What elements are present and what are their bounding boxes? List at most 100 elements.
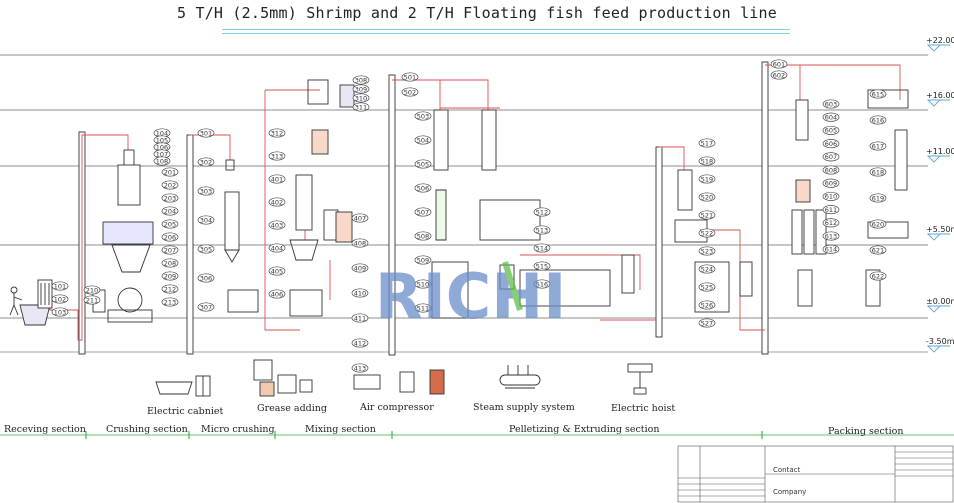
equipment-tag-label: 509 (417, 256, 429, 264)
equipment-tag: 604 (822, 112, 840, 122)
electric-hoist-icon (627, 363, 653, 395)
equipment-tag: 526 (698, 300, 716, 310)
equipment-tag: 207 (161, 245, 179, 255)
hammer-mill (117, 287, 143, 313)
equipment-tag: 613 (822, 231, 840, 241)
crusher-feeder (102, 221, 154, 245)
equipment-tag: 502 (401, 87, 419, 97)
equipment-tag: 404 (268, 243, 286, 253)
equipment-tag-label: 108 (156, 157, 168, 165)
diagram-title: 5 T/H (2.5mm) Shrimp and 2 T/H Floating … (177, 4, 777, 22)
elevator-5 (761, 61, 769, 355)
equipment-tag-label: 514 (536, 244, 548, 252)
equipment-tag-label: 511 (417, 304, 429, 312)
equipment-tag: 622 (869, 271, 887, 281)
equipment-tag: 621 (869, 245, 887, 255)
equipment-tag-label: 412 (354, 339, 366, 347)
equipment-tag: 612 (822, 218, 840, 228)
equipment-tag-label: 619 (872, 194, 884, 202)
equipment-tag: 410 (351, 288, 369, 298)
equipment-tag: 211 (83, 295, 101, 305)
equipment-tag-label: 206 (164, 233, 176, 241)
hopper-cone (111, 244, 151, 273)
equipment-tag: 610 (822, 191, 840, 201)
equipment-tag: 522 (698, 228, 716, 238)
mixer (289, 289, 323, 317)
equipment-tag-label: 406 (271, 290, 283, 298)
extruder (479, 199, 541, 241)
equipment-tag: 313 (268, 151, 286, 161)
equipment-tag: 512 (533, 207, 551, 217)
grading-screen (867, 221, 909, 239)
equipment-tag-label: 404 (271, 244, 283, 252)
equipment-tag: 524 (698, 264, 716, 274)
logo-wordmark: RICHI (375, 260, 566, 333)
micro-pulverizer (227, 289, 259, 313)
equipment-tag-label: 618 (872, 168, 884, 176)
receiving-equipment (9, 279, 53, 326)
equipment-tag-label: 605 (825, 127, 837, 135)
level-label: ±0.00m (926, 297, 954, 306)
equipment-tag-label: 207 (164, 246, 176, 254)
equipment-tag: 402 (268, 197, 286, 207)
title-underline-2 (222, 33, 790, 34)
richi-logo: RICHI (375, 260, 566, 333)
equipment-tag-label: 104 (156, 129, 168, 137)
equipment-tag-label: 527 (701, 319, 713, 327)
floor-levels (0, 54, 928, 353)
equipment-tag: 204 (161, 206, 179, 216)
equipment-tag-label: 521 (701, 211, 713, 219)
equipment-tag: 605 (822, 125, 840, 135)
liquid-tank (311, 129, 329, 155)
legend-label: Electric hoist (611, 403, 675, 414)
equipment-tag-label: 201 (164, 168, 176, 176)
equipment-tag: 518 (698, 156, 716, 166)
equipment-tag-label: 310 (355, 94, 367, 102)
equipment-tag: 307 (197, 302, 215, 312)
section-label: Packing section (828, 426, 903, 437)
equipment-tag: 619 (869, 193, 887, 203)
equipment-tag: 401 (268, 174, 286, 184)
equipment-tag: 210 (83, 285, 101, 295)
equipment-tag: 511 (414, 303, 432, 313)
equipment-tag: 206 (161, 232, 179, 242)
equipment-tag: 403 (268, 220, 286, 230)
equipment-tag-label: 608 (825, 166, 837, 174)
equipment-tag: 205 (161, 219, 179, 229)
legend-label: Steam supply system (473, 402, 575, 413)
micro-crushing-equipment (224, 79, 355, 313)
equipment-tag-label: 408 (354, 239, 366, 247)
section-label: Mixing section (305, 424, 376, 435)
equipment-tag-label: 523 (701, 247, 713, 255)
equipment-tag-label: 617 (872, 142, 884, 150)
weigh-hopper (289, 239, 319, 261)
equipment-tag-label: 510 (417, 280, 429, 288)
equipment-tag-label: 102 (54, 295, 66, 303)
equipment-tag: 508 (414, 231, 432, 241)
equipment-tag-label: 213 (164, 298, 176, 306)
equipment-tag-label: 520 (701, 193, 713, 201)
equipment-tag: 615 (869, 89, 887, 99)
level-label: +11.00m (926, 147, 954, 156)
equipment-tag: 521 (698, 210, 716, 220)
steam-supply-icon (499, 365, 541, 389)
equipment-tag-label: 308 (355, 76, 367, 84)
equipment-tag: 203 (161, 193, 179, 203)
equipment-tag-label: 516 (536, 280, 548, 288)
equipment-tag: 503 (414, 111, 432, 121)
equipment-tag-label: 508 (417, 232, 429, 240)
equipment-tag: 413 (351, 363, 369, 373)
equipment-tag: 607 (822, 152, 840, 162)
equipment-tag: 513 (533, 225, 551, 235)
section-label: Pelletizing & Extruding section (509, 424, 660, 435)
equipment-tag-label: 302 (200, 158, 212, 166)
equipment-tag-label: 307 (200, 303, 212, 311)
equipment-tag: 620 (869, 219, 887, 229)
equipment-tag: 201 (161, 167, 179, 177)
title-block-company: Company (773, 488, 806, 496)
equipment-tag-label: 526 (701, 301, 713, 309)
equipment-tag: 516 (533, 279, 551, 289)
level-labels: +22.00m +16.00m +11.00m +5.50m ±0.00m -3… (926, 36, 954, 346)
